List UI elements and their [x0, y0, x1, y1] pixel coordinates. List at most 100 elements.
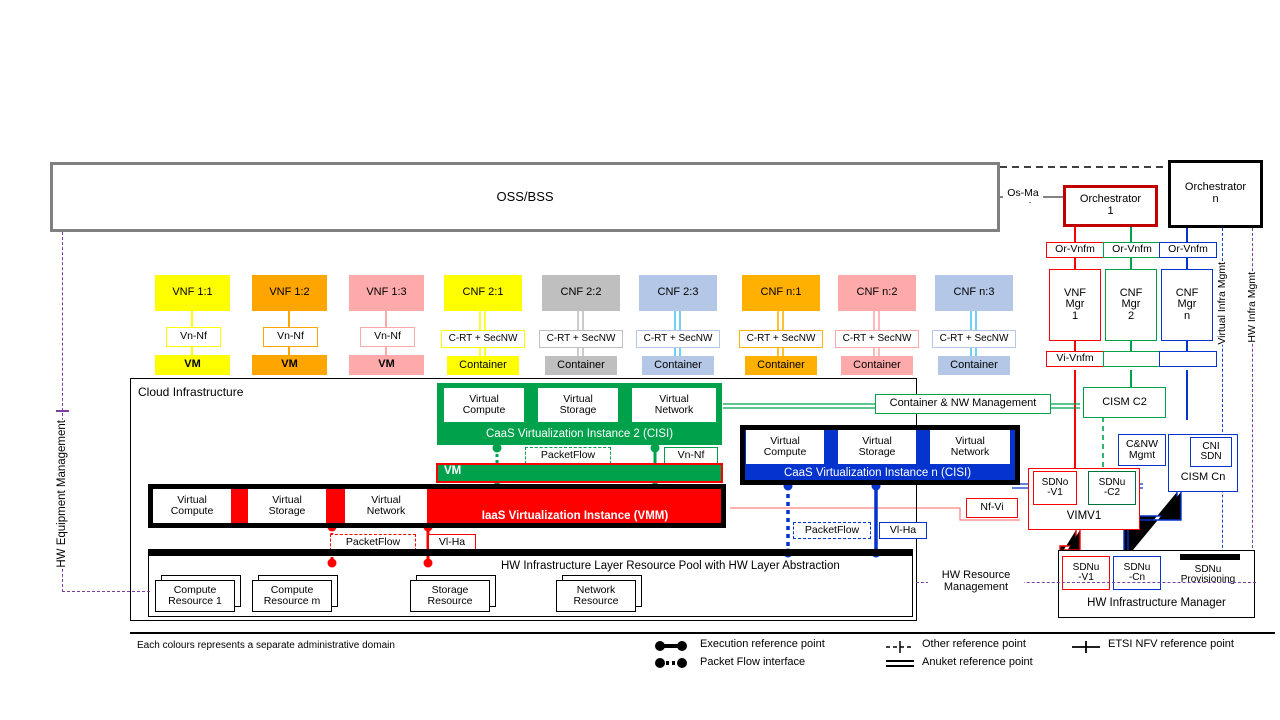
cnf-2-1-instance[interactable]: Container [447, 356, 519, 375]
cism-c2-box[interactable]: CISM C2 [1083, 387, 1166, 418]
orchestrator-1-index: 1 [1107, 205, 1114, 217]
cnf-2-3-instance[interactable]: Container [642, 356, 714, 375]
vi-vnfm-green[interactable] [1103, 351, 1161, 367]
cnf-n-3-box[interactable]: CNF n:3 [935, 275, 1013, 311]
vi-vnfm-blue[interactable] [1159, 351, 1217, 367]
vnf-1-3-interface[interactable]: Vn-Nf [360, 327, 415, 347]
container-nw-management-box[interactable]: Container & NW Management [875, 394, 1051, 414]
caas-2-vm-label: VM [444, 465, 462, 477]
cnf-2-2-interface[interactable]: C-RT + SecNW [539, 330, 623, 348]
caas-2-vm-bar[interactable] [436, 463, 723, 483]
vnf-1-2-instance[interactable]: VM [252, 355, 327, 375]
hw-pool-top-bar [148, 549, 913, 556]
legend-other-label: Other reference point [922, 638, 1026, 650]
vi-vnfm-red[interactable]: Vi-Vnfm [1046, 351, 1104, 367]
cnf-n-2-interface[interactable]: C-RT + SecNW [835, 330, 919, 348]
hw-equipment-management-line-bottom [62, 591, 150, 592]
caas-n-vl-ha-label[interactable]: Vl-Ha [879, 522, 927, 539]
caas-2-title: CaaS Virtualization Instance 2 (CISI) [485, 427, 674, 440]
vnf-1-2-interface[interactable]: Vn-Nf [263, 327, 318, 347]
virtual-infra-mgmt-line [1222, 228, 1223, 578]
cnf-2-1-box[interactable]: CNF 2:1 [444, 275, 522, 311]
vnf-1-3-box[interactable]: VNF 1:3 [349, 275, 424, 311]
hw-equipment-management-line [62, 232, 63, 592]
legend-separator [130, 632, 1275, 634]
hw-equipment-management-label: HW Equipment Management [56, 420, 68, 568]
orchestrator-n[interactable]: Orchestrator n [1168, 160, 1263, 228]
cnf-n-1-instance[interactable]: Container [745, 356, 817, 375]
sdnu-v1-box[interactable]: SDNu -V1 [1062, 556, 1110, 590]
etsi-ref-icon [1072, 641, 1100, 653]
hw-resource-management-line [916, 582, 1256, 583]
or-vnfm-red[interactable]: Or-Vnfm [1046, 242, 1104, 258]
cnf-mgr-n[interactable]: CNF Mgr n [1161, 269, 1213, 341]
hw-resource-management-label: HW Resource Management [928, 564, 1024, 600]
caas-n-packetflow-label[interactable]: PacketFlow [793, 522, 871, 539]
sdnu-cn-box[interactable]: SDNu -Cn [1113, 556, 1161, 590]
vim-v1-label: VIMV1 [1066, 509, 1102, 522]
cnf-n-1-box[interactable]: CNF n:1 [742, 275, 820, 311]
vnf-1-1-box[interactable]: VNF 1:1 [155, 275, 230, 311]
cnf-n-2-box[interactable]: CNF n:2 [838, 275, 916, 311]
ossbss-label: OSS/BSS [496, 189, 554, 205]
sdnu-provisioning-bar [1180, 554, 1240, 560]
hw-infrastructure-manager-label: HW Infrastructure Manager [1087, 596, 1226, 609]
legend-packetflow-label: Packet Flow interface [700, 656, 806, 668]
hw-pool-box [148, 556, 913, 617]
cnf-n-3-interface[interactable]: C-RT + SecNW [932, 330, 1016, 348]
vnf-1-1-interface[interactable]: Vn-Nf [166, 327, 221, 347]
sdnu-provisioning-box[interactable]: SDNu Provisioning [1180, 563, 1236, 585]
sdnu-c2-box[interactable]: SDNu -C2 [1088, 471, 1136, 505]
caas-2-packetflow-label[interactable]: PacketFlow [525, 447, 611, 464]
cnf-2-2-box[interactable]: CNF 2:2 [542, 275, 620, 311]
or-vnfm-green[interactable]: Or-Vnfm [1103, 242, 1161, 258]
cnf-2-1-interface[interactable]: C-RT + SecNW [441, 330, 525, 348]
anuket-ref-icon [886, 660, 914, 667]
sdno-v1-box[interactable]: SDNo -V1 [1033, 471, 1077, 505]
cnf-n-2-instance[interactable]: Container [841, 356, 913, 375]
vnf-1-2-box[interactable]: VNF 1:2 [252, 275, 327, 311]
hw-infra-mgmt-line [1252, 228, 1253, 558]
execution-ref-icon [655, 641, 687, 651]
cism-cn-label: CISM Cn [1180, 471, 1226, 484]
vnf-mgr-1[interactable]: VNF Mgr 1 [1049, 269, 1101, 341]
hw-equipment-management-tick [56, 410, 69, 412]
cnf-n-1-interface[interactable]: C-RT + SecNW [739, 330, 823, 348]
orchestrator-1[interactable]: Orchestrator 1 [1063, 185, 1158, 227]
orchestrator-1-label: Orchestrator [1079, 193, 1142, 206]
orchestrator-n-index: n [1212, 193, 1219, 205]
iaas-block[interactable] [148, 484, 726, 528]
cnf-mgr-2[interactable]: CNF Mgr 2 [1105, 269, 1157, 341]
cnf-2-3-box[interactable]: CNF 2:3 [639, 275, 717, 311]
nf-vi-label[interactable]: Nf-Vi [966, 498, 1018, 518]
cnf-2-3-interface[interactable]: C-RT + SecNW [636, 330, 720, 348]
caas-2-vn-nf-label[interactable]: Vn-Nf [664, 447, 718, 464]
cnf-n-3-instance[interactable]: Container [938, 356, 1010, 375]
or-vnfm-blue[interactable]: Or-Vnfm [1159, 242, 1217, 258]
vnf-1-1-instance[interactable]: VM [155, 355, 230, 375]
cnf-2-2-instance[interactable]: Container [545, 356, 617, 375]
legend-etsi-label: ETSI NFV reference point [1108, 638, 1234, 650]
hw-infra-mgmt-label: HW Infra Mgmt [1246, 272, 1258, 343]
legend-execution-label: Execution reference point [700, 638, 825, 650]
legend-note: Each colours represents a separate admin… [137, 640, 395, 651]
vnf-1-3-instance[interactable]: VM [349, 355, 424, 375]
ossbss-box[interactable]: OSS/BSS [50, 162, 1000, 232]
orchestrator-n-label: Orchestrator [1184, 181, 1247, 194]
os-ma-label: Os-Ma [1003, 186, 1043, 202]
